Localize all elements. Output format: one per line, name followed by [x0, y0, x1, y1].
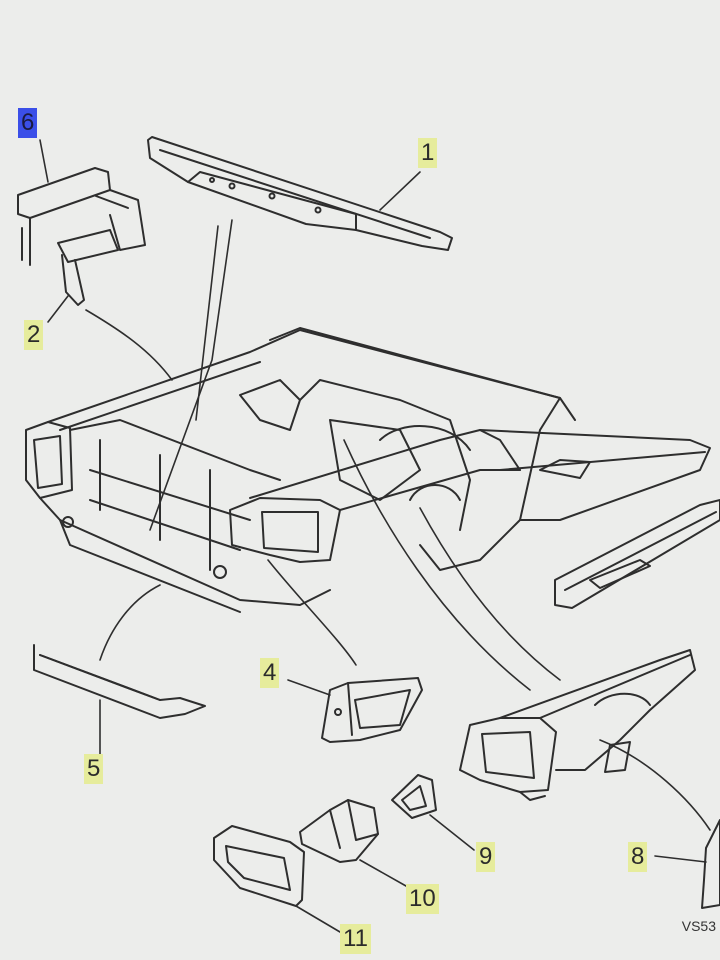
callout-8: 8 [628, 842, 648, 872]
part-8-panel [701, 819, 720, 909]
sill-member [554, 499, 720, 609]
front-body-structure [25, 327, 711, 613]
callout-11: 11 [340, 924, 371, 954]
callout-10: 10 [406, 884, 439, 914]
callout-6: 6 [18, 108, 38, 138]
part-10-bracket [299, 799, 379, 863]
part-8-wheelhouse-section [459, 649, 696, 801]
callout-1: 1 [418, 138, 438, 168]
callout-9: 9 [476, 842, 496, 872]
reference-code: VS53 [681, 918, 716, 934]
part-1-panel [147, 136, 453, 251]
part-4-bracket [321, 677, 423, 743]
callout-2: 2 [24, 320, 44, 350]
part-11-panel [213, 825, 305, 907]
part-5-strip [33, 644, 206, 719]
part-6-bracket [17, 167, 146, 306]
leader-lines [39, 139, 711, 933]
callout-4: 4 [260, 658, 280, 688]
part-9-bracket [391, 774, 437, 819]
callout-5: 5 [84, 754, 104, 784]
